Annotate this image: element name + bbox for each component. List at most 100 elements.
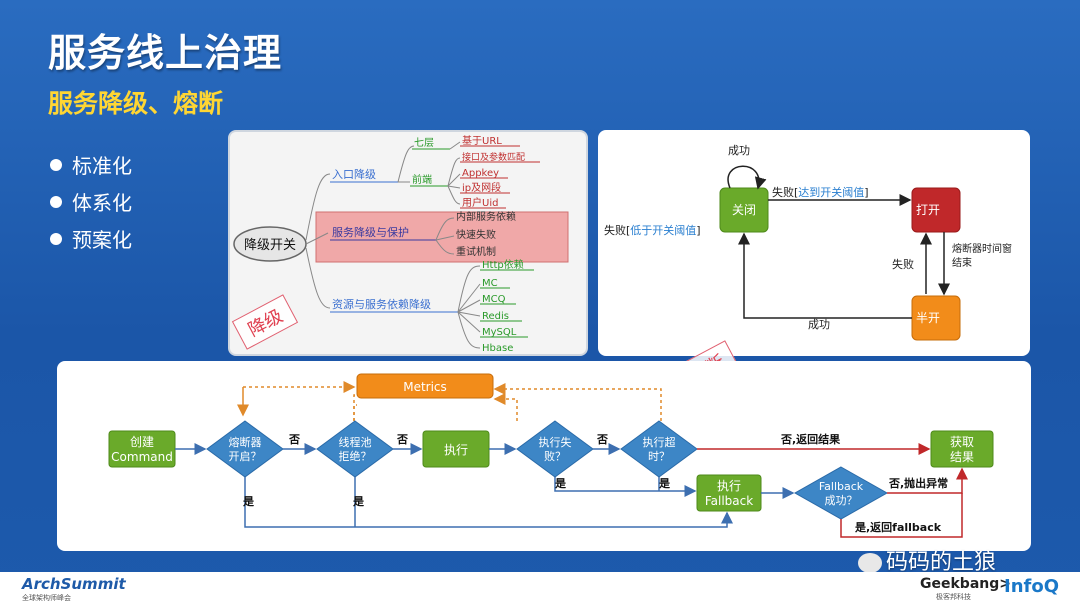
timeout-label-2: 时？ — [648, 450, 670, 463]
leaf-ip: ip及网段 — [462, 181, 501, 194]
footer-bar: ArchSummit 全球架构师峰会 Geekbang>. 极客邦科技 Info… — [0, 572, 1080, 608]
leaf-appkey: Appkey — [462, 168, 499, 179]
state-closed — [719, 187, 769, 233]
leaf-http: Http依赖 — [482, 258, 524, 271]
timeout-diamond — [620, 420, 698, 478]
leaf-inner: 内部服务依赖 — [456, 210, 516, 223]
degrade-mindmap: 降级开关 入口降级 七层 前端 基于URL 接口及参数匹配 Appkey ip及… — [233, 134, 569, 354]
fallback-label-2: Fallback — [705, 494, 753, 508]
state-open-label: 打开 — [916, 203, 940, 217]
result-label-1: 获取 — [950, 435, 974, 449]
no-label: 否 — [396, 433, 408, 446]
metrics-link — [493, 393, 518, 421]
leaf-url: 基于URL — [462, 134, 502, 147]
timer-end-label: 结束 — [952, 256, 972, 269]
hystrix-flow-diagram: Metrics 创建 Command 熔断器 开启？ 线程池 拒绝？ 执行 执行… — [108, 373, 994, 538]
mindmap-root-label: 降级开关 — [244, 238, 296, 253]
connector — [449, 141, 461, 150]
connector — [305, 173, 331, 241]
metrics-link — [242, 381, 356, 411]
branch-protect: 服务降级与保护 — [332, 225, 409, 239]
pool-label-1: 线程池 — [339, 435, 372, 449]
leaf-mcq: MCQ — [482, 294, 506, 305]
timeout-label-1: 执行超 — [643, 435, 676, 449]
leaf-mc: MC — [482, 278, 498, 289]
fail-open-label: 失败[达到开关阈值] — [772, 185, 869, 199]
bullet-item: 预案化 — [50, 220, 132, 257]
return-fallback-arrow — [840, 493, 963, 538]
bullet-list: 标准化 体系化 预案化 — [50, 146, 132, 257]
metrics-label: Metrics — [403, 380, 447, 394]
bullet-dot-icon — [50, 158, 62, 171]
connector — [457, 311, 481, 317]
metrics-link — [353, 394, 357, 421]
branch-entry: 入口降级 — [332, 167, 376, 181]
bullet-dot-icon — [50, 195, 62, 208]
connector — [457, 283, 481, 313]
yes-label: 是 — [658, 477, 671, 490]
fail-stay-label: 失败[低于开关阈值] — [604, 223, 701, 237]
connector — [457, 311, 481, 349]
wechat-icon — [858, 553, 882, 573]
slide-title: 服务线上治理 — [48, 31, 283, 75]
yes-label: 是 — [352, 495, 365, 508]
circuit-state-panel: 关闭 打开 半开 成功 失败[达到开关阈值] 失败[低于开关阈值] 熔断器时间窗… — [598, 130, 1030, 356]
state-closed-label: 关闭 — [732, 203, 756, 217]
infoq-logo: InfoQ — [1004, 576, 1060, 597]
pool-reject-diamond — [316, 420, 394, 478]
yes-label: 是 — [554, 477, 567, 490]
bullet-item: 标准化 — [50, 146, 132, 183]
connector — [447, 157, 461, 187]
metrics-link — [493, 383, 662, 421]
state-half-label: 半开 — [916, 311, 940, 325]
connector — [447, 185, 461, 205]
geekbang-logo: Geekbang>. 极客邦科技 — [920, 576, 1017, 601]
bullet-item: 体系化 — [50, 183, 132, 220]
connector — [397, 145, 415, 183]
breaker-label-1: 熔断器 — [229, 435, 262, 449]
no-throw-label: 否,抛出异常 — [888, 476, 948, 490]
bullet-dot-icon — [50, 232, 62, 245]
yes-return-label: 是,返回fallback — [854, 520, 942, 534]
leaf-redis: Redis — [482, 311, 509, 322]
sub-layer7: 七层 — [414, 137, 434, 149]
connector — [435, 239, 455, 255]
slide-subtitle: 服务降级、熔断 — [48, 89, 224, 118]
exec-fail-label-1: 执行失 — [539, 435, 572, 449]
archsummit-logo: ArchSummit 全球架构师峰会 — [22, 575, 126, 602]
exec-fail-diamond — [516, 420, 594, 478]
breaker-open-diamond — [206, 420, 284, 478]
execute-label: 执行 — [444, 443, 468, 457]
fb-ok-label-2: 成功？ — [825, 494, 858, 507]
leaf-retry: 重试机制 — [456, 245, 496, 258]
fallback-success-diamond — [793, 466, 889, 520]
hystrix-flow-panel: Metrics 创建 Command 熔断器 开启？ 线程池 拒绝？ 执行 执行… — [57, 361, 1031, 551]
connector — [457, 311, 481, 333]
leaf-uid: 用户Uid — [462, 196, 498, 209]
connector — [435, 217, 455, 241]
create-label-1: 创建 — [130, 435, 154, 449]
connector — [435, 235, 455, 241]
create-label-2: Command — [111, 450, 173, 464]
metrics-link — [353, 404, 357, 421]
sub-frontend: 前端 — [412, 173, 432, 186]
half-success-arrow — [738, 232, 912, 319]
leaf-hbase: Hbase — [482, 343, 513, 354]
circuit-state-diagram: 关闭 打开 半开 成功 失败[达到开关阈值] 失败[低于开关阈值] 熔断器时间窗… — [604, 144, 1012, 341]
breaker-yes-arrow — [244, 477, 733, 528]
half-success-label: 成功 — [808, 318, 830, 331]
pool-label-2: 拒绝？ — [339, 449, 372, 463]
result-label-2: 结果 — [950, 450, 974, 464]
fallback-label-1: 执行 — [717, 479, 741, 493]
half-fail-label: 失败 — [892, 257, 914, 271]
connector — [447, 173, 461, 187]
timer-label: 熔断器时间窗 — [952, 242, 1012, 255]
exec-fail-label-2: 败？ — [544, 449, 566, 463]
breaker-label-2: 开启？ — [229, 450, 262, 463]
fb-ok-label-1: Fallback — [819, 480, 864, 493]
connector — [457, 299, 481, 313]
metrics-box — [356, 373, 494, 399]
connector — [447, 185, 461, 189]
self-success-label: 成功 — [728, 144, 750, 157]
highlight-box — [315, 211, 569, 263]
